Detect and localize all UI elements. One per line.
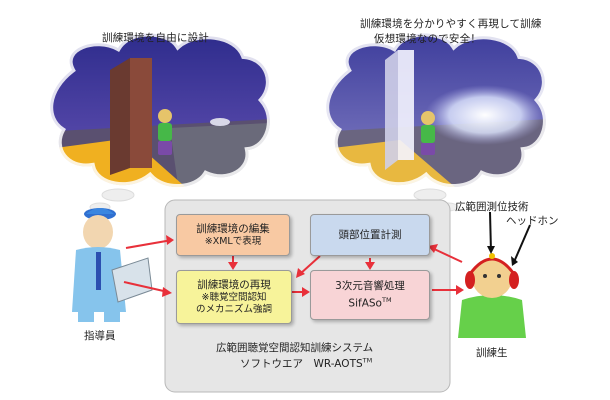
left-bubble-outline (47, 30, 273, 191)
head-tracking-title: 頭部位置計測 (338, 229, 402, 241)
headphones-label: ヘッドホン (506, 215, 559, 227)
reproduce-environment-note1: ※聴覚空間認知 (201, 292, 267, 303)
tracking-tech-pointer (489, 211, 492, 253)
audio-processing-title: 3次元音響処理 (335, 280, 405, 293)
instructor-figure (72, 208, 153, 322)
audio-processing-name: SifASoTM (348, 296, 392, 310)
reproduce-environment-note2: のメカニズム強調 (195, 304, 272, 315)
audio-processing-box: 3次元音響処理 SifASoTM (310, 270, 430, 320)
trainee-figure (458, 253, 526, 338)
right-bubble-outline (323, 30, 549, 191)
right-bubble-caption-line1: 訓練環境を分かりやすく再現して訓練 (360, 18, 542, 30)
right-scene-walker-figure (421, 111, 435, 155)
system-title-line2: ソフトウエア WR-AOTSTM (240, 356, 373, 371)
reproduce-environment-box: 訓練環境の再現 ※聴覚空間認知 のメカニズム強調 (176, 270, 292, 324)
right-bubble-caption-line2: 仮想環境なので安全！ (374, 33, 481, 45)
instructor-label: 指導員 (84, 330, 116, 342)
arrow-heads (162, 235, 464, 297)
tracking-tech-label: 広範囲測位技術 (455, 201, 529, 213)
edit-environment-title: 訓練環境の編集 (196, 223, 270, 235)
head-tracking-box: 頭部位置計測 (310, 214, 430, 256)
reproduce-environment-title: 訓練環境の再現 (197, 279, 271, 291)
left-scene-walker-figure (158, 109, 172, 155)
left-thought-trail (89, 188, 135, 212)
left-bubble-caption: 訓練環境を自由に設計 (102, 32, 209, 44)
system-title-line1: 広範囲聴覚空間認知訓練システム (216, 342, 374, 354)
edit-environment-box: 訓練環境の編集 ※XMLで表現 (176, 214, 290, 256)
headphones-pointer (513, 224, 531, 263)
edit-environment-note: ※XMLで表現 (204, 236, 262, 247)
trainee-label: 訓練生 (476, 347, 508, 359)
